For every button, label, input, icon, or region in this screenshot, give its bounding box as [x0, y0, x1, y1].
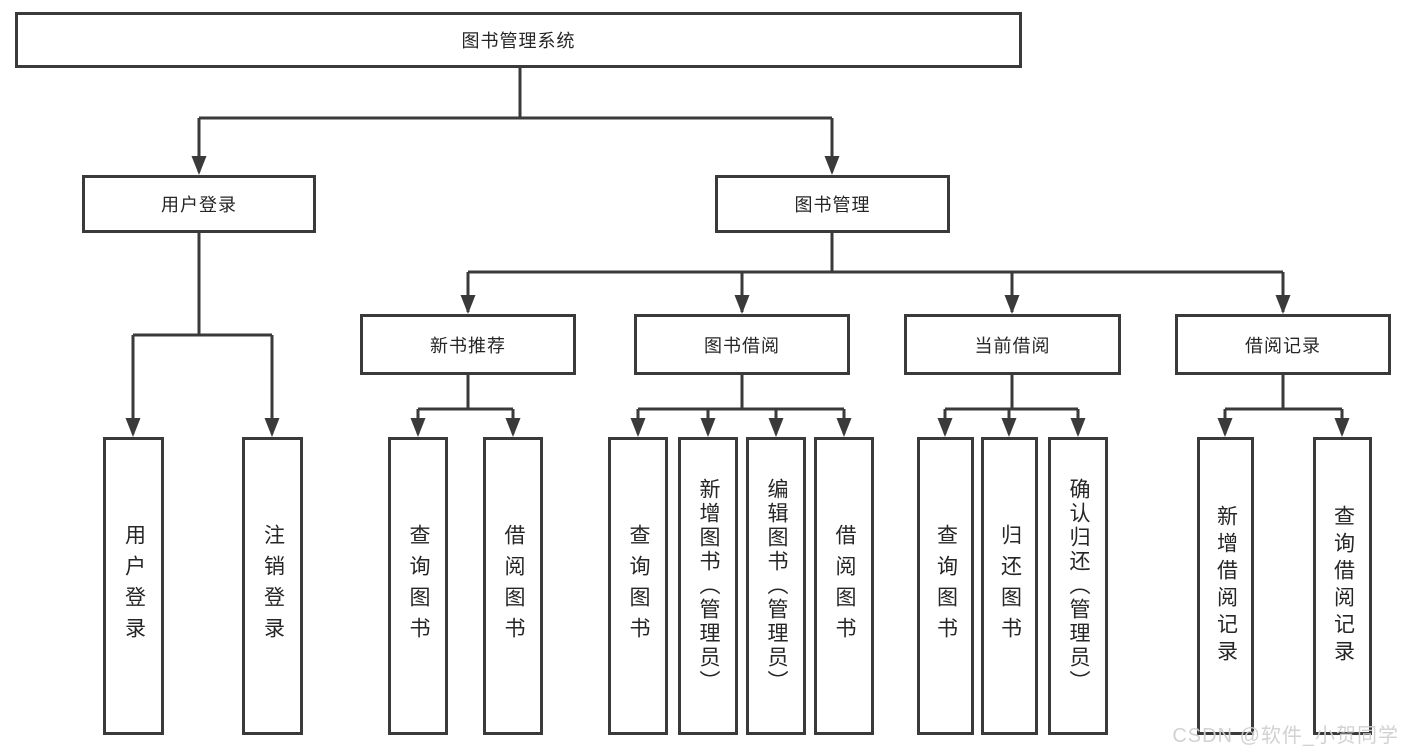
node-label: 图书管理 — [794, 195, 871, 215]
leaf-query-borrow-record: 查询借阅记录 — [1313, 437, 1372, 735]
node-label: 当前借阅 — [974, 335, 1051, 356]
node-label: 图书借阅 — [704, 335, 780, 356]
leaf-edit-books-admin: 编辑图书（管理员） — [746, 437, 806, 735]
leaf-label: 查询借阅记录 — [1331, 505, 1355, 667]
leaf-borrow-books-recommend: 借阅图书 — [483, 437, 543, 735]
leaf-label: 新增图书（管理员） — [697, 478, 720, 694]
leaf-query-books-recommend: 查询图书 — [388, 437, 448, 735]
leaf-return-books: 归还图书 — [981, 437, 1038, 735]
node-new-book-recommend: 新书推荐 — [360, 314, 576, 375]
node-book-management: 图书管理 — [715, 175, 950, 233]
leaf-label: 借阅图书 — [502, 524, 525, 648]
leaf-label: 查询图书 — [934, 524, 958, 648]
leaf-label: 借阅图书 — [833, 524, 856, 648]
node-label: 借阅记录 — [1245, 335, 1321, 356]
leaf-label: 用户登录 — [122, 524, 146, 648]
leaf-borrow-books: 借阅图书 — [814, 437, 874, 735]
leaf-label: 注销登录 — [261, 524, 285, 648]
node-library-management-system: 图书管理系统 — [15, 12, 1022, 68]
node-label: 新书推荐 — [430, 335, 506, 356]
node-label: 图书管理系统 — [461, 31, 576, 51]
leaf-query-books-current: 查询图书 — [917, 437, 974, 735]
leaf-add-books-admin: 新增图书（管理员） — [678, 437, 738, 735]
csdn-watermark: CSDN @软件_小贺同学 — [1172, 725, 1399, 747]
leaf-user-login: 用户登录 — [103, 437, 164, 735]
leaf-query-books-borrow: 查询图书 — [608, 437, 668, 735]
leaf-label: 查询图书 — [627, 524, 650, 648]
node-borrow-records: 借阅记录 — [1175, 314, 1391, 375]
leaf-label: 查询图书 — [407, 524, 430, 648]
leaf-add-borrow-record: 新增借阅记录 — [1197, 437, 1254, 735]
node-label: 用户登录 — [161, 195, 237, 215]
leaf-logout: 注销登录 — [242, 437, 303, 735]
leaf-label: 确认归还（管理员） — [1067, 478, 1090, 694]
leaf-label: 新增借阅记录 — [1214, 505, 1238, 667]
leaf-label: 编辑图书（管理员） — [765, 478, 788, 694]
node-current-borrow: 当前借阅 — [904, 314, 1121, 375]
leaf-confirm-return-admin: 确认归还（管理员） — [1048, 437, 1108, 735]
node-book-borrow: 图书借阅 — [634, 314, 850, 375]
node-user-login: 用户登录 — [82, 175, 316, 233]
leaf-label: 归还图书 — [998, 524, 1022, 648]
